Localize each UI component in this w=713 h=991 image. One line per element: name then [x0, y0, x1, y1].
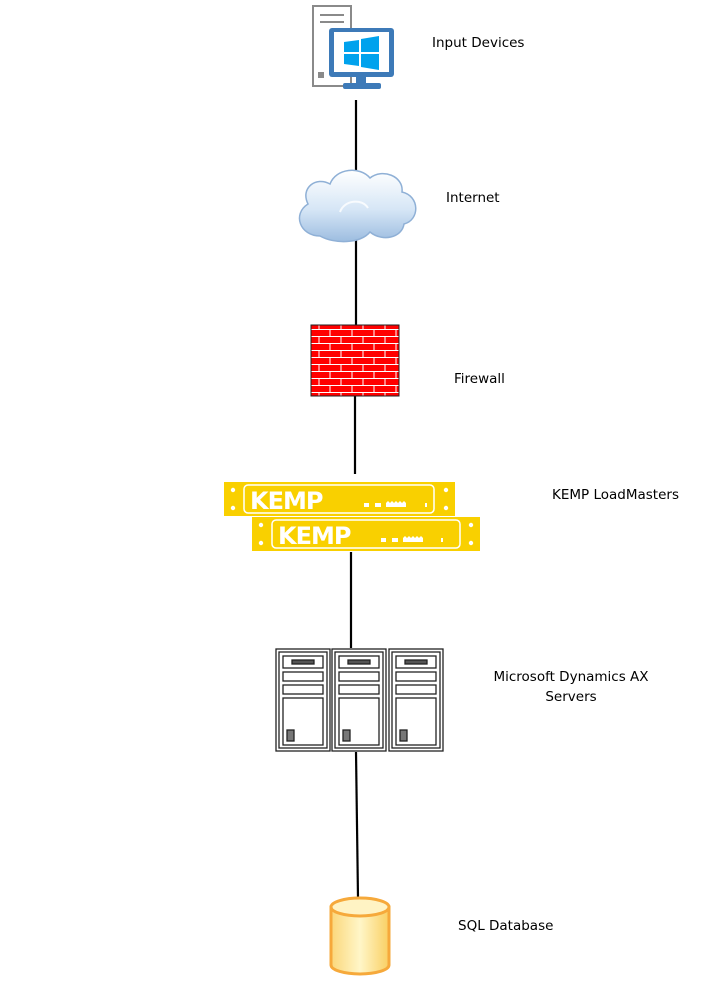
kemp-logo-2: KEMP [278, 522, 351, 550]
cloud-icon [298, 169, 417, 243]
label-firewall: Firewall [454, 371, 505, 387]
label-internet: Internet [446, 190, 500, 206]
connector-servers-database [354, 751, 360, 899]
node-labels: Input Devices Internet Firewall KEMP Loa… [432, 35, 679, 934]
kemp-unit-2: KEMP [252, 517, 480, 551]
label-sql-database: SQL Database [458, 918, 553, 934]
brick-wall-icon [310, 324, 400, 397]
server-tower-1 [275, 648, 331, 752]
label-kemp-loadmasters: KEMP LoadMasters [552, 487, 679, 503]
label-ax-servers-line1: Microsoft Dynamics AX [493, 669, 648, 685]
server-tower-3 [388, 648, 444, 752]
label-input-devices: Input Devices [432, 35, 524, 51]
database-cylinder-icon [329, 896, 391, 976]
kemp-appliance-icon: KEMP KEMP [224, 482, 480, 551]
label-ax-servers-line2: Servers [545, 689, 596, 705]
connector-lines [349, 100, 360, 899]
kemp-unit-1: KEMP [224, 482, 455, 516]
server-tower-2 [331, 648, 387, 752]
tower-server-icon [275, 648, 444, 752]
kemp-logo-1: KEMP [250, 487, 323, 515]
desktop-computer-icon [312, 5, 394, 89]
